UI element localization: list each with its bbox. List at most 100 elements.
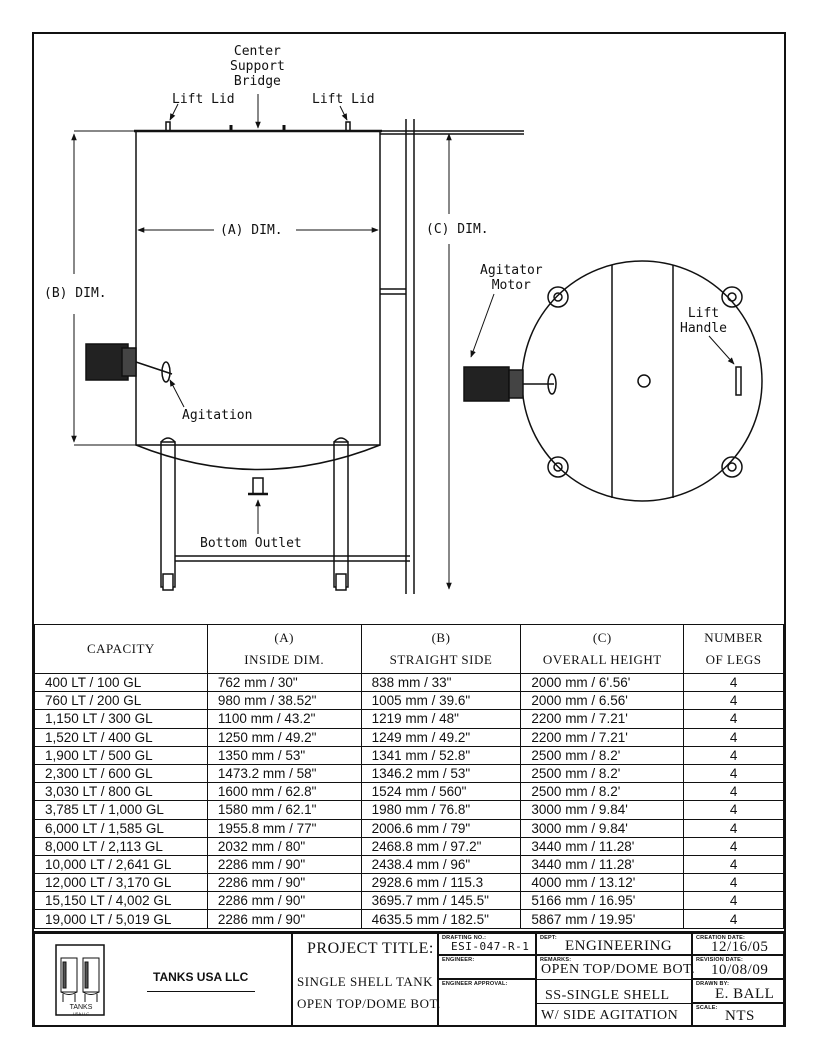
scale-label: SCALE:: [696, 1005, 718, 1011]
overall-height-cell: 2200 mm / 7.21': [520, 709, 685, 729]
remarks-divider-1: [536, 979, 692, 980]
legs-cell: 4: [683, 763, 784, 784]
drafting-no-label: DRAFTING NO.:: [442, 935, 487, 941]
table-header-row: CAPACITY (A)INSIDE DIM. (B)STRAIGHT SIDE…: [34, 624, 784, 674]
legs-cell: 4: [683, 836, 784, 856]
revision-date-label: REVISION DATE:: [696, 957, 744, 963]
drawn-by: E. BALL: [715, 986, 775, 1002]
tank-drawing: Center Support Bridge Lift Lid Lift Lid …: [34, 34, 784, 624]
dept-value: ENGINEERING: [565, 938, 673, 954]
tank-legs: [160, 437, 410, 591]
inside-dim-cell: 2286 mm / 90": [206, 891, 362, 911]
engineer-cell: ENGINEER:: [438, 955, 536, 979]
inside-dim-cell: 2286 mm / 90": [206, 873, 362, 893]
project-title-cell: PROJECT TITLE: SINGLE SHELL TANK OPEN TO…: [292, 933, 441, 1027]
overall-height-cell: 2200 mm / 7.21': [520, 727, 685, 747]
capacity-cell: 12,000 LT / 3,170 GL: [34, 873, 208, 893]
legs-cell: 4: [683, 691, 784, 711]
approval-cell: ENGINEER APPROVAL:: [438, 979, 536, 1027]
inside-dim-cell: 1350 mm / 53": [206, 745, 362, 765]
remarks-line2: SS-SINGLE SHELL: [545, 988, 670, 1003]
revision-date: 10/08/09: [711, 962, 769, 978]
drawn-by-cell: DRAWN BY: E. BALL: [692, 979, 784, 1003]
center-support-bridge-label: Center Support Bridge: [230, 44, 285, 89]
lift-lid-right-label: Lift Lid: [312, 92, 375, 107]
header-b: (B)STRAIGHT SIDE: [360, 624, 522, 674]
straight-side-cell: 2006.6 mm / 79": [360, 818, 522, 838]
legs-cell: 4: [683, 854, 784, 875]
company-cell: TANKS USA LLC TANKS USA LLC: [34, 933, 292, 1027]
tank-side-view: [134, 121, 382, 471]
creation-date-label: CREATION DATE:: [696, 935, 746, 941]
bottom-outlet: [248, 477, 268, 496]
project-title-label: PROJECT TITLE:: [307, 940, 434, 957]
inside-dim-cell: 2032 mm / 80": [206, 836, 362, 856]
overall-height-cell: 3440 mm / 11.28': [520, 836, 685, 856]
overall-height-cell: 3440 mm / 11.28': [520, 854, 685, 875]
project-title-line1: SINGLE SHELL TANK: [297, 974, 434, 989]
tank-top-view: [463, 260, 763, 502]
overall-height-cell: 5166 mm / 16.95': [520, 891, 685, 911]
b-dim-label: (B) DIM.: [44, 286, 107, 301]
dept-cell: DEPT: ENGINEERING: [536, 933, 692, 955]
inside-dim-cell: 1100 mm / 43.2": [206, 709, 362, 729]
capacity-cell: 6,000 LT / 1,585 GL: [34, 818, 208, 838]
inside-dim-cell: 2286 mm / 90": [206, 909, 362, 929]
project-title-line2: OPEN TOP/DOME BOT.: [297, 996, 441, 1011]
support-post: [380, 119, 524, 594]
c-dim-label: (C) DIM.: [426, 222, 489, 237]
overall-height-cell: 3000 mm / 9.84': [520, 800, 685, 820]
remarks-divider-2: [536, 1003, 692, 1004]
capacity-cell: 1,520 LT / 400 GL: [34, 727, 208, 747]
overall-height-cell: 2500 mm / 8.2': [520, 745, 685, 765]
straight-side-cell: 1005 mm / 39.6": [360, 691, 522, 711]
remarks-cell: REMARKS: OPEN TOP/DOME BOT. SS-SINGLE SH…: [536, 955, 696, 1027]
capacity-cell: 19,000 LT / 5,019 GL: [34, 909, 208, 929]
capacity-cell: 15,150 LT / 4,002 GL: [34, 891, 208, 911]
straight-side-cell: 1249 mm / 49.2": [360, 727, 522, 747]
legs-cell: 4: [683, 800, 784, 820]
straight-side-cell: 1346.2 mm / 53": [360, 763, 522, 784]
creation-date: 12/16/05: [711, 939, 769, 955]
legs-cell: 4: [683, 745, 784, 765]
tanks-logo: [55, 944, 105, 1016]
inside-dim-cell: 1955.8 mm / 77": [206, 818, 362, 838]
title-block: TANKS USA LLC TANKS USA LLC PROJECT TITL…: [34, 931, 784, 1027]
capacity-cell: 2,300 LT / 600 GL: [34, 763, 208, 784]
legs-cell: 4: [683, 909, 784, 929]
tank-spec-table: CAPACITY (A)INSIDE DIM. (B)STRAIGHT SIDE…: [34, 624, 784, 929]
capacity-cell: 1,150 LT / 300 GL: [34, 709, 208, 729]
legs-cell: 4: [683, 709, 784, 729]
header-a: (A)INSIDE DIM.: [206, 624, 362, 674]
remarks-line1: OPEN TOP/DOME BOT.: [541, 962, 696, 977]
scale-value: NTS: [725, 1008, 755, 1024]
inside-dim-cell: 1250 mm / 49.2": [206, 727, 362, 747]
agitation-label: Agitation: [182, 408, 253, 423]
company-name: TANKS USA LLC: [153, 970, 249, 984]
remarks-line3: W/ SIDE AGITATION: [541, 1008, 679, 1023]
straight-side-cell: 838 mm / 33": [360, 672, 522, 693]
straight-side-cell: 1341 mm / 52.8": [360, 745, 522, 765]
bottom-outlet-label: Bottom Outlet: [200, 536, 302, 551]
capacity-cell: 1,900 LT / 500 GL: [34, 745, 208, 765]
approval-label: ENGINEER APPROVAL:: [442, 981, 508, 987]
inside-dim-cell: 980 mm / 38.52": [206, 691, 362, 711]
header-capacity: CAPACITY: [34, 624, 208, 674]
overall-height-cell: 2500 mm / 8.2': [520, 782, 685, 802]
inside-dim-cell: 762 mm / 30": [206, 672, 362, 693]
overall-height-cell: 3000 mm / 9.84': [520, 818, 685, 838]
inside-dim-cell: 1600 mm / 62.8": [206, 782, 362, 802]
remarks-label: REMARKS:: [540, 957, 572, 963]
lift-lid-left-label: Lift Lid: [172, 92, 235, 107]
capacity-cell: 10,000 LT / 2,641 GL: [34, 854, 208, 875]
